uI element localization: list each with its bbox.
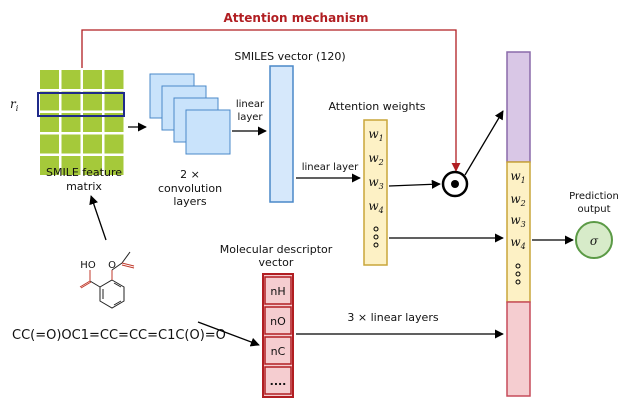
descriptor-item: nC <box>271 345 286 358</box>
conv-label-1: 2 × <box>180 168 200 181</box>
smiles-vector-label: SMILES vector (120) <box>234 50 345 63</box>
linear-layers-3-label: 3 × linear layers <box>347 311 438 324</box>
feature-matrix-cell <box>83 134 102 154</box>
feature-matrix-cell <box>61 91 81 111</box>
descriptor-item: .... <box>270 375 287 388</box>
output-weight-item: w4 <box>510 235 525 251</box>
feature-matrix-cell <box>40 134 59 154</box>
sigmoid-symbol: σ <box>590 234 599 248</box>
feature-matrix-cell <box>83 91 102 111</box>
descriptor-label-2: vector <box>259 256 294 269</box>
arrow-operator-to-output <box>464 110 504 176</box>
feature-matrix-cell <box>83 70 102 89</box>
attention-weights-bar <box>363 119 388 266</box>
descriptor-label-1: Molecular descriptor <box>220 243 333 256</box>
feature-matrix-cell <box>104 134 124 154</box>
sigmoid-node <box>575 221 613 259</box>
feature-matrix-cell <box>61 156 81 175</box>
feature-matrix-label-1: SMILE feature <box>46 166 122 179</box>
attention-weight-item: w1 <box>368 127 383 143</box>
output-weight-item: w3 <box>510 213 525 229</box>
attention-weight-item: w3 <box>368 175 383 191</box>
linear-layer-1-line1: linear <box>236 99 265 110</box>
molecule-structure <box>79 251 135 309</box>
feature-matrix-cell <box>61 113 81 132</box>
smiles-vector-bar <box>269 65 294 203</box>
descriptor-vector <box>262 273 294 398</box>
attention-weights-label: Attention weights <box>328 100 425 113</box>
feature-matrix-cell <box>104 70 124 89</box>
feature-matrix-cell <box>83 113 102 132</box>
elementwise-product-operator <box>441 170 469 198</box>
output-weight-items: w1 w2 w3 w4 <box>510 169 525 251</box>
feature-matrix-cell <box>40 70 59 89</box>
row-label: ri <box>10 97 19 113</box>
feature-matrix-cell <box>40 91 59 111</box>
output-red-segment <box>506 301 531 397</box>
smiles-string: CC(=O)OC1=CC=CC=C1C(O)=O <box>12 328 226 343</box>
arrow-smiles-to-descriptor <box>197 321 260 347</box>
attention-mechanism-arrow <box>81 29 461 172</box>
highlighted-row-ri <box>37 92 125 117</box>
output-yellow-segment <box>506 161 531 303</box>
attention-weight-item: w2 <box>368 151 383 167</box>
output-ellipsis <box>515 263 521 285</box>
output-weight-item: w1 <box>510 169 525 185</box>
molecule-oh-label: HO <box>80 260 96 271</box>
feature-matrix-cell <box>104 113 124 132</box>
linear-layer-1-line2: layer <box>237 112 263 123</box>
feature-matrix-cell <box>61 70 81 89</box>
smile-feature-matrix <box>40 70 124 175</box>
convolution-layers-stack <box>149 73 231 155</box>
linear-layer-2-label: linear layer <box>302 162 359 173</box>
arrow-molecule-to-grid <box>89 195 107 241</box>
molecule-o-label: O <box>108 260 116 271</box>
descriptor-item: nO <box>270 315 286 328</box>
output-weight-item: w2 <box>510 192 525 208</box>
arrow-attention-to-operator <box>388 179 441 189</box>
feature-matrix-cell <box>104 91 124 111</box>
attention-weight-items: w1 w2 w3 w4 <box>368 127 383 215</box>
output-purple-segment <box>506 51 531 163</box>
descriptor-item: nH <box>270 285 285 298</box>
attention-ellipsis <box>373 226 379 248</box>
feature-matrix-label-2: matrix <box>66 180 102 193</box>
feature-matrix-cell <box>83 156 102 175</box>
prediction-label-1: Prediction <box>569 191 619 202</box>
attention-weight-item: w4 <box>368 199 383 215</box>
conv-label-2: convolution <box>158 182 222 195</box>
prediction-label-2: output <box>578 204 611 215</box>
feature-matrix-cell <box>40 156 59 175</box>
attention-mechanism-title: Attention mechanism <box>224 11 369 25</box>
conv-label-3: layers <box>173 195 207 208</box>
feature-matrix-cell <box>61 134 81 154</box>
feature-matrix-cell <box>40 113 59 132</box>
feature-matrix-cell <box>104 156 124 175</box>
